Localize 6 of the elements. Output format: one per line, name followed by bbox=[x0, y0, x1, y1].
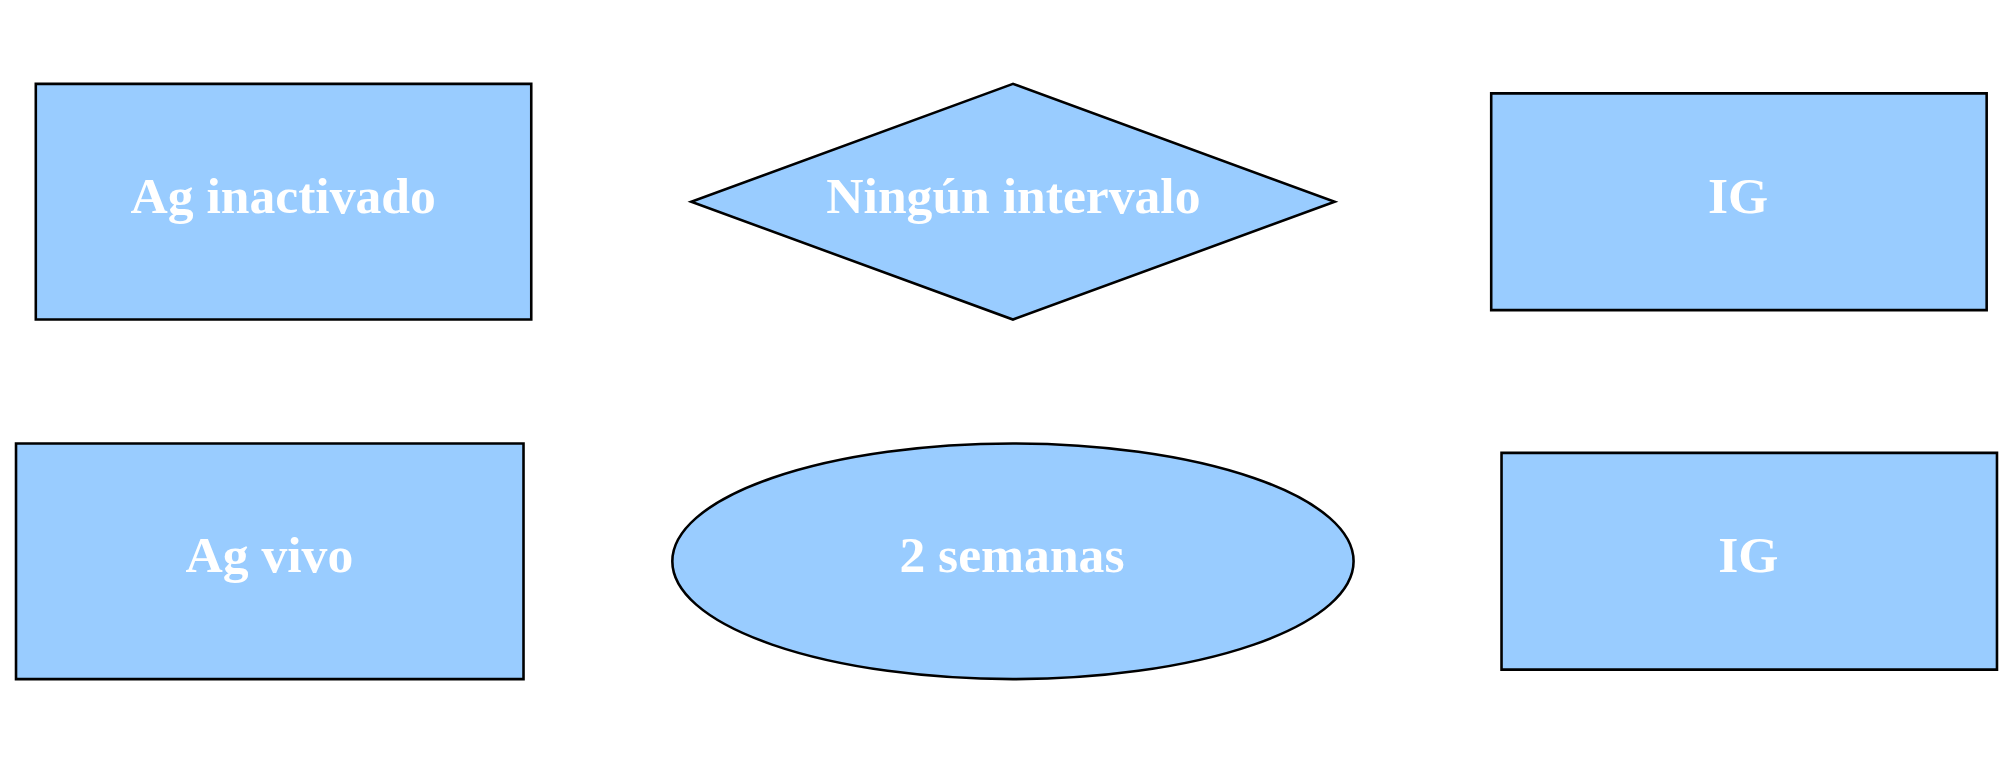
node-diamond: Ningún intervalo bbox=[687, 82, 1339, 321]
node-box: IG bbox=[1489, 92, 1988, 312]
node-box: Ag vivo bbox=[14, 442, 525, 681]
node-ellipse: 2 semanas bbox=[671, 442, 1355, 681]
node-box: Ag inactivado bbox=[34, 82, 533, 321]
node-box: IG bbox=[1500, 451, 1999, 671]
